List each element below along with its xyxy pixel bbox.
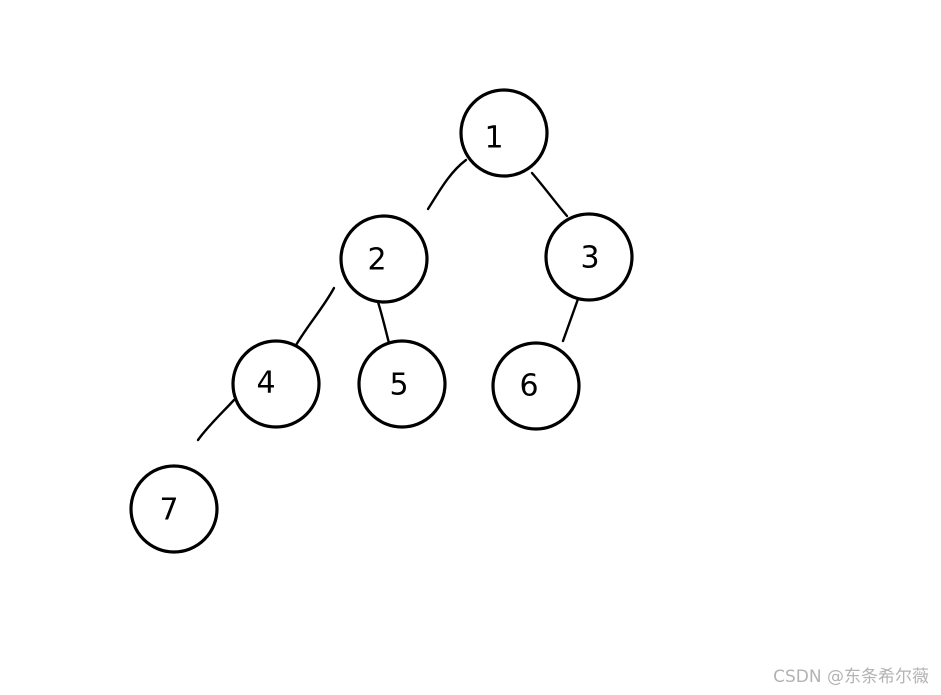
watermark-text: CSDN @东条希尔薇	[773, 667, 929, 687]
node-label: 2	[367, 243, 386, 278]
edge-4-7	[196, 398, 236, 442]
node-label: 3	[580, 241, 599, 276]
tree-node-4: 4	[231, 339, 321, 429]
edge-1-2	[426, 158, 468, 211]
node-circle	[231, 339, 321, 429]
node-label: 1	[484, 121, 503, 156]
node-label: 4	[256, 366, 275, 401]
node-circle	[339, 214, 429, 304]
edge-1-3	[530, 171, 569, 218]
tree-node-7: 7	[129, 464, 219, 554]
node-circle	[544, 212, 634, 302]
tree-node-5: 5	[357, 339, 447, 429]
tree-node-3: 3	[544, 212, 634, 302]
tree-node-1: 1	[459, 88, 549, 178]
node-circle	[491, 341, 581, 431]
node-circle	[459, 88, 549, 178]
node-label: 6	[519, 369, 538, 404]
edge-2-4	[290, 286, 336, 354]
edges-layer	[196, 158, 580, 442]
node-circle	[357, 339, 447, 429]
node-label: 7	[159, 493, 178, 528]
node-circle	[129, 464, 219, 554]
tree-node-2: 2	[339, 214, 429, 304]
node-label: 5	[389, 368, 408, 403]
tree-node-6: 6	[491, 341, 581, 431]
edge-3-6	[561, 297, 580, 343]
